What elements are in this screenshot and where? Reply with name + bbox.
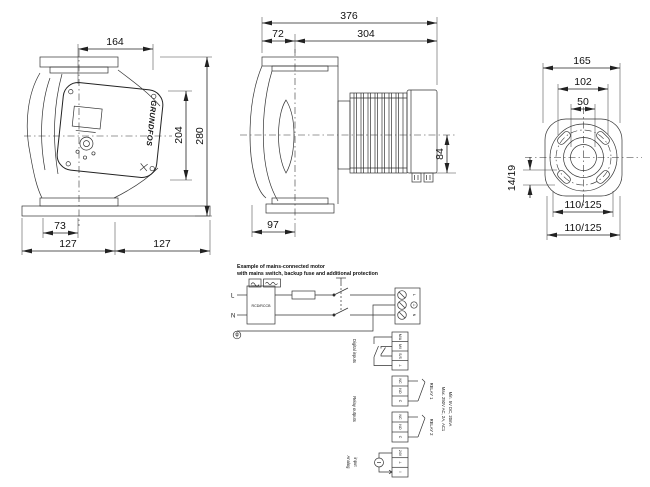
dim-bolt-circle-top: 110/125 (564, 199, 601, 211)
dim-total-length: 376 (340, 10, 358, 22)
relay1-nc: NC (398, 378, 402, 384)
dim-motor-length: 304 (357, 28, 375, 40)
terminal-earth: ⊥ (412, 303, 416, 307)
screw (65, 161, 71, 167)
terminal-N: N (412, 314, 416, 317)
grundfos-logo: GRUNDFOS (145, 100, 159, 147)
line-label: L (231, 294, 235, 300)
dim-base-right: 127 (153, 238, 171, 250)
dim-bolt-circle-bottom: 110/125 (564, 222, 601, 234)
dim-base-offset: 73 (54, 220, 66, 232)
relay1-c: C (398, 400, 402, 403)
analog-terminal-i: I (398, 472, 402, 473)
screw (151, 93, 157, 99)
analog-terminal-earth: ⊥ (398, 461, 402, 465)
di-terminal-3: S/S (398, 353, 402, 359)
grundfos-symbol-icon (139, 163, 148, 172)
digital-inputs-label: Digital inputs (352, 339, 357, 363)
sensor-symbol-icon (374, 457, 384, 468)
analog-label-line1: Analog (346, 455, 351, 469)
front-view: GRUNDFOS 164 280 204 73 127 127 (21, 36, 212, 255)
dim-height-outer: 280 (194, 127, 206, 145)
cable-gland (75, 136, 96, 160)
relay1-contact-icon (417, 378, 426, 402)
rcd-label: RCD/RCCB (252, 304, 272, 308)
dim-flange-width: 165 (573, 55, 591, 67)
mains-wires (236, 294, 395, 332)
pump-front-drawing (21, 56, 211, 217)
analog-label-line2: input (353, 457, 358, 467)
dim-box-height: 84 (434, 148, 446, 160)
relay2-c: C (398, 436, 402, 439)
digital-inputs-block (373, 331, 409, 371)
wiring-caption-line1: Example of mains-connected motor (237, 264, 325, 270)
pump-side-drawing (249, 56, 438, 214)
dim-port-to-face: 97 (267, 219, 279, 231)
flange-outline (544, 118, 623, 197)
relay-rating-2: Min. 5V DC, 20mA (448, 392, 453, 427)
relay2-nc: NC (398, 414, 402, 420)
di-terminal-2: M/I (398, 344, 402, 349)
dim-slot-size: 14/19 (506, 165, 518, 191)
dim-flange-depth: 72 (272, 28, 284, 40)
bolt-circle (555, 129, 612, 186)
relay-outputs-label: Relay outputs (352, 396, 357, 422)
di-terminal-1: M/A (398, 334, 402, 341)
motor-fins (349, 92, 408, 174)
relay1-label: RELAY 1 (429, 383, 434, 401)
terminal-box-end (406, 89, 438, 174)
di-terminal-4: ⊥ (398, 364, 402, 368)
wiring-caption-line2: with mains switch, backup fuse and addit… (236, 271, 378, 277)
ground-symbol-icon (232, 330, 242, 340)
analog-terminal-24v: 24V (398, 450, 402, 457)
analog-input-block (374, 447, 409, 478)
side-view: 376 72 304 84 97 (240, 10, 456, 237)
relay2-no: NO (398, 424, 402, 430)
relay2-label: RELAY 2 (429, 419, 434, 437)
rcd-symbol-2-icon (263, 278, 281, 288)
neutral-label: N (231, 314, 235, 320)
connector-plugs (411, 172, 434, 183)
relay2-contact-icon (417, 414, 426, 438)
wiring-diagram: Example of mains-connected motor with ma… (231, 264, 453, 478)
relay2-block (391, 411, 426, 443)
backup-fuse (291, 290, 316, 300)
flange-drawing (544, 118, 623, 197)
bolt-slot (557, 131, 571, 145)
flange-view: 165 102 50 14/19 110/125 110/125 (506, 55, 642, 240)
earth-terminal-circle-icon (410, 301, 418, 309)
rcd-box (246, 278, 281, 325)
dim-bolt-span: 102 (574, 76, 592, 88)
rcd-symbol-1-icon (248, 278, 262, 288)
screw (68, 89, 74, 95)
dim-width-top: 164 (106, 36, 124, 48)
relay-rating-1: Max. 250V AC, 2A, AC1 (441, 387, 446, 432)
mains-terminal-block (394, 287, 421, 325)
dim-port-bore: 50 (577, 96, 589, 108)
screw (149, 166, 155, 172)
relay1-block (391, 375, 426, 407)
terminal-L: L (412, 294, 416, 296)
mains-switch (332, 277, 349, 317)
dim-height-inner: 204 (173, 126, 185, 144)
bolt-slot (596, 131, 610, 145)
control-box: GRUNDFOS (56, 82, 164, 178)
bolt-slot (557, 170, 571, 184)
bolt-slot (596, 170, 610, 184)
relay1-no: NO (398, 388, 402, 394)
display-window (71, 105, 103, 130)
dim-base-left: 127 (59, 238, 77, 250)
